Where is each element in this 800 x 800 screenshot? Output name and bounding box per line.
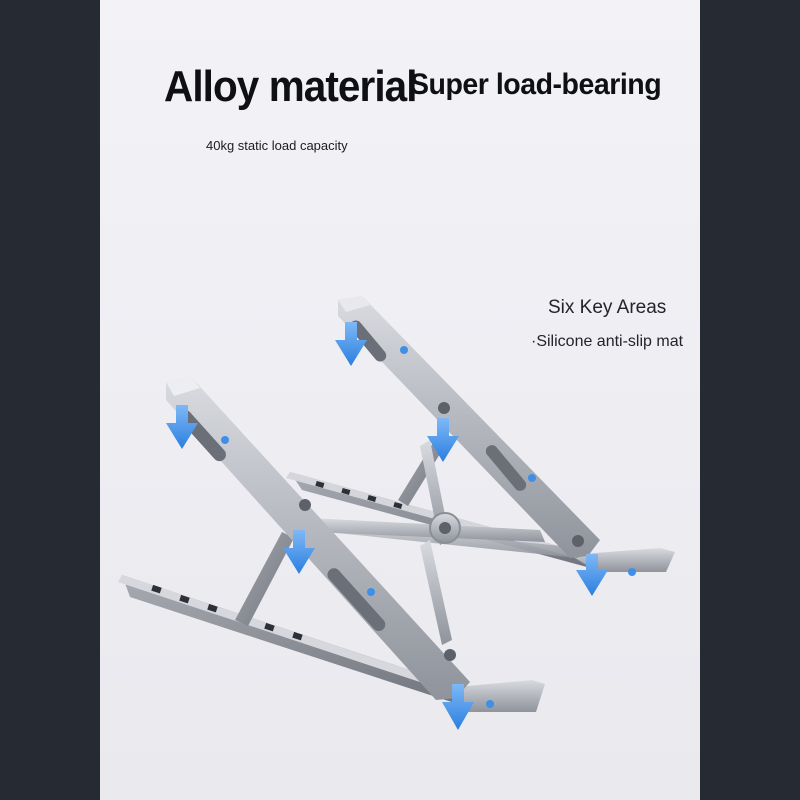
front-support-legs xyxy=(235,532,452,645)
laptop-stand-illustration xyxy=(118,296,675,730)
product-panel: Alloy material Super load-bearing 40kg s… xyxy=(100,0,700,800)
center-hinge xyxy=(310,512,545,544)
headline-load-bearing: Super load-bearing xyxy=(410,68,662,101)
headline-material: Alloy material xyxy=(164,62,418,111)
down-arrow-icon xyxy=(166,322,608,730)
anti-slip-pad-icon xyxy=(221,346,636,708)
anti-slip-mat-text: ·Silicone anti-slip mat xyxy=(531,333,684,350)
rear-support-arm xyxy=(338,296,600,558)
key-areas-title: Six Key Areas xyxy=(548,297,667,318)
front-base-bar xyxy=(118,480,545,712)
load-capacity-text: 40kg static load capacity xyxy=(206,138,348,153)
front-support-arm xyxy=(166,378,470,700)
